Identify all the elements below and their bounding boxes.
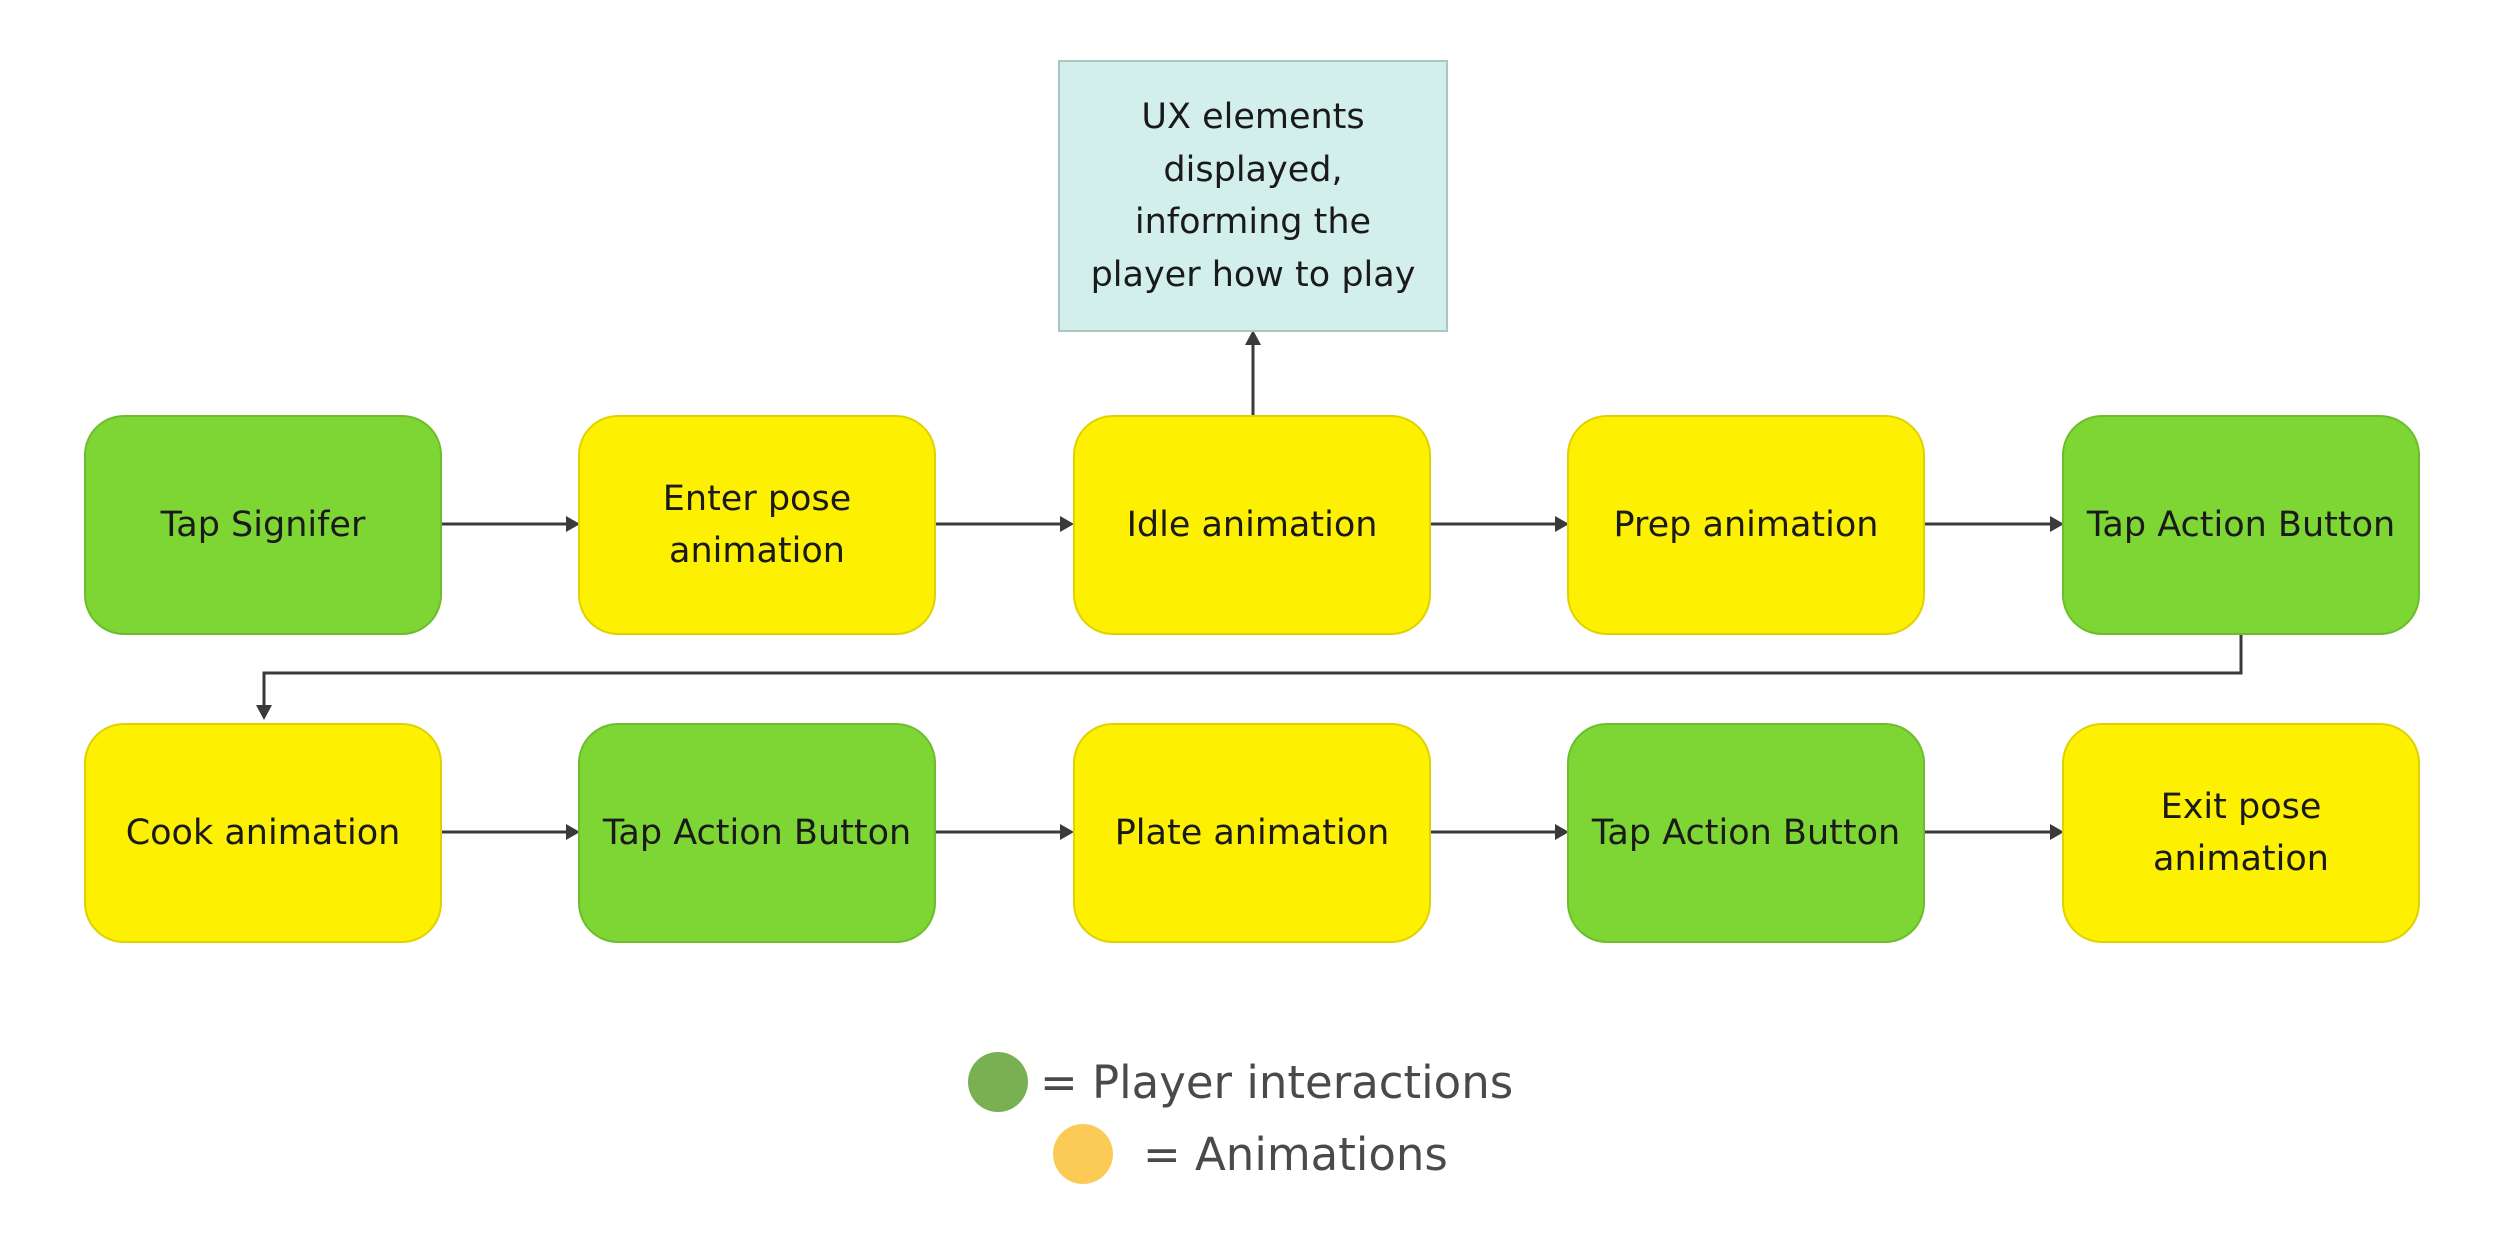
node-label: Tap Action Button bbox=[602, 812, 912, 853]
node-label: Plate animation bbox=[1114, 812, 1390, 853]
node-label: Enter pose animation bbox=[662, 478, 852, 572]
arrowhead-down bbox=[256, 705, 272, 720]
arrowhead-right bbox=[1555, 516, 1569, 532]
legend-player-interactions: = Player interactions bbox=[968, 1052, 1513, 1112]
node-idle-animation: Idle animation bbox=[1073, 415, 1431, 635]
arrowhead-up bbox=[1245, 330, 1261, 345]
arrowhead-right bbox=[1060, 824, 1074, 840]
ux-info-text: UX elements displayed, informing the pla… bbox=[1090, 97, 1416, 295]
arrowhead-right bbox=[566, 824, 580, 840]
node-label: Cook animation bbox=[125, 812, 401, 853]
node-tap-action-button-2: Tap Action Button bbox=[578, 723, 936, 943]
node-tap-action-button-3: Tap Action Button bbox=[1567, 723, 1925, 943]
arrowhead-right bbox=[2050, 516, 2064, 532]
node-label: Tap Action Button bbox=[2086, 504, 2396, 545]
arrow-wrap-to-cook bbox=[262, 635, 2243, 708]
node-label: Tap Signifer bbox=[160, 504, 366, 545]
node-prep-animation: Prep animation bbox=[1567, 415, 1925, 635]
arrowhead-right bbox=[566, 516, 580, 532]
node-label: Tap Action Button bbox=[1591, 812, 1901, 853]
legend-green-dot bbox=[968, 1052, 1028, 1112]
node-plate-animation: Plate animation bbox=[1073, 723, 1431, 943]
legend-animations-label: = Animations bbox=[1143, 1127, 1448, 1181]
node-label: Prep animation bbox=[1613, 504, 1879, 545]
node-exit-pose-animation: Exit pose animation bbox=[2062, 723, 2420, 943]
ux-info-box: UX elements displayed, informing the pla… bbox=[1058, 60, 1448, 332]
arrowhead-right bbox=[1060, 516, 1074, 532]
legend-animations: = Animations bbox=[1053, 1124, 1448, 1184]
node-label: Exit pose animation bbox=[2153, 786, 2329, 880]
node-tap-signifier: Tap Signifer bbox=[84, 415, 442, 635]
legend-player-label: = Player interactions bbox=[1040, 1055, 1514, 1109]
node-label: Idle animation bbox=[1126, 504, 1378, 545]
node-enter-pose-animation: Enter pose animation bbox=[578, 415, 936, 635]
legend-yellow-dot bbox=[1053, 1124, 1113, 1184]
arrowhead-right bbox=[2050, 824, 2064, 840]
arrowhead-right bbox=[1555, 824, 1569, 840]
node-cook-animation: Cook animation bbox=[84, 723, 442, 943]
node-tap-action-button-1: Tap Action Button bbox=[2062, 415, 2420, 635]
